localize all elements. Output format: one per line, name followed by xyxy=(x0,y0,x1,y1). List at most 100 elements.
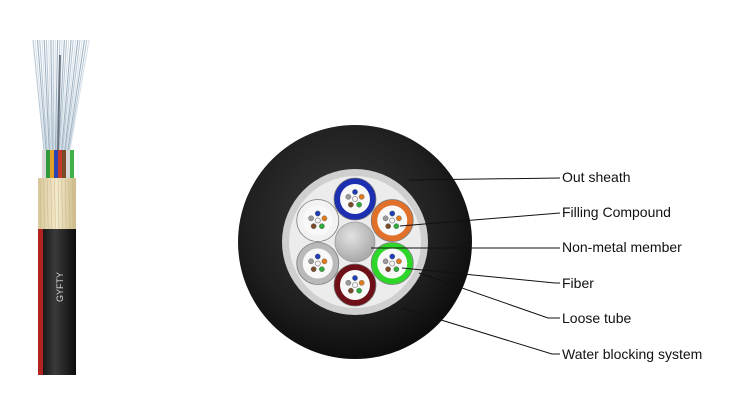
colored-fiber-band xyxy=(42,150,74,180)
fiber xyxy=(352,189,358,195)
cable-red-stripe xyxy=(38,229,43,375)
loose-tube-4 xyxy=(333,263,377,307)
fiber-strand xyxy=(41,39,49,151)
fiber xyxy=(389,253,396,260)
label-loose-tube: Loose tube xyxy=(562,310,631,326)
label-out-sheath: Out sheath xyxy=(562,169,631,185)
part-labels: Out sheath Filling Compound Non-metal me… xyxy=(562,169,702,362)
fiber-strand xyxy=(54,39,59,151)
fiber xyxy=(385,223,391,229)
colored-fiber xyxy=(58,150,62,180)
fiber-strand xyxy=(65,39,81,151)
loose-tube-6 xyxy=(296,199,340,242)
colored-fiber xyxy=(42,150,46,180)
fiber-strand xyxy=(36,39,47,151)
fiber-strand xyxy=(69,39,90,151)
aramid-yarn-texture xyxy=(39,178,74,230)
colored-fiber xyxy=(66,150,70,180)
fiber-strand xyxy=(58,39,65,151)
yarn-fiber xyxy=(46,178,49,230)
fiber xyxy=(352,196,358,202)
fiber-strand xyxy=(45,39,51,151)
fiber xyxy=(308,258,314,265)
center-strand xyxy=(57,54,61,151)
fiber xyxy=(319,223,325,229)
fiber-strand xyxy=(32,39,45,151)
non-metal-member xyxy=(334,221,376,263)
leader-filling-compound xyxy=(399,212,561,227)
colored-fiber xyxy=(46,150,50,180)
fiber-strand xyxy=(64,39,79,151)
leader-fiber xyxy=(401,267,560,284)
fiber-strand xyxy=(68,39,88,151)
fiber xyxy=(348,287,354,294)
label-filling-compound: Filling Compound xyxy=(562,204,671,220)
fiber xyxy=(382,258,389,265)
yarn-fiber xyxy=(61,178,63,230)
fiber xyxy=(348,201,354,208)
fiber xyxy=(389,210,396,217)
fiber-strand xyxy=(48,39,52,151)
fiber xyxy=(393,266,400,272)
loose-tube-1 xyxy=(333,177,377,221)
fiber xyxy=(393,223,400,229)
fiber-strands xyxy=(32,39,90,151)
fiber xyxy=(352,275,358,281)
label-non-metal-member: Non-metal member xyxy=(562,239,682,255)
fiber xyxy=(314,253,321,260)
fiber-strand xyxy=(39,39,48,151)
yarn-fiber xyxy=(43,178,45,230)
yarn-fiber xyxy=(39,178,42,230)
fiber xyxy=(396,215,402,222)
fiber-strand xyxy=(60,39,70,151)
fiber-strand xyxy=(62,39,74,151)
fiber xyxy=(345,194,352,200)
fiber-strand xyxy=(66,39,83,151)
yarn-fiber xyxy=(54,178,56,230)
fiber-strand xyxy=(61,39,72,151)
fiber xyxy=(321,258,328,265)
label-fiber: Fiber xyxy=(562,275,594,291)
fiber xyxy=(358,194,365,200)
fiber xyxy=(382,215,389,222)
fiber xyxy=(385,266,391,272)
cable-jacket xyxy=(38,229,76,375)
leader-lines xyxy=(371,177,561,355)
fiber xyxy=(310,223,317,229)
cable-print-text: GYFTY xyxy=(55,272,65,302)
fiber xyxy=(314,217,321,224)
fiber xyxy=(389,217,396,224)
cable-cross-section xyxy=(238,125,472,359)
fiber xyxy=(319,266,325,272)
fiber xyxy=(356,287,362,294)
yarn-fiber xyxy=(64,178,67,230)
fiber xyxy=(310,266,317,272)
yarn-fiber xyxy=(72,178,74,230)
fiber-strand xyxy=(34,39,46,151)
fiber-strand xyxy=(50,39,53,151)
fiber-strand xyxy=(53,39,56,151)
label-water-blocking-system: Water blocking system xyxy=(562,346,702,362)
fiber-strand xyxy=(59,39,68,151)
fiber xyxy=(396,258,402,265)
yarn-fiber xyxy=(68,178,71,230)
loose-tube-2 xyxy=(370,199,414,242)
fiber xyxy=(314,210,321,217)
leader-loose-tube xyxy=(418,272,560,319)
loose-tube-5 xyxy=(296,242,340,285)
fiber-strand xyxy=(63,39,77,151)
colored-fiber xyxy=(62,150,66,180)
colored-fiber xyxy=(54,150,58,180)
fiber xyxy=(308,215,314,222)
leader-water-blocking-system xyxy=(401,307,560,355)
fiber xyxy=(345,280,352,286)
colored-fiber xyxy=(70,150,74,180)
leader-out-sheath xyxy=(408,177,561,181)
loose-tubes xyxy=(296,177,414,307)
fiber xyxy=(389,260,396,267)
colored-fiber xyxy=(50,150,54,180)
fiber-strand xyxy=(43,39,50,151)
fiber xyxy=(356,201,362,208)
fiber xyxy=(358,280,365,286)
